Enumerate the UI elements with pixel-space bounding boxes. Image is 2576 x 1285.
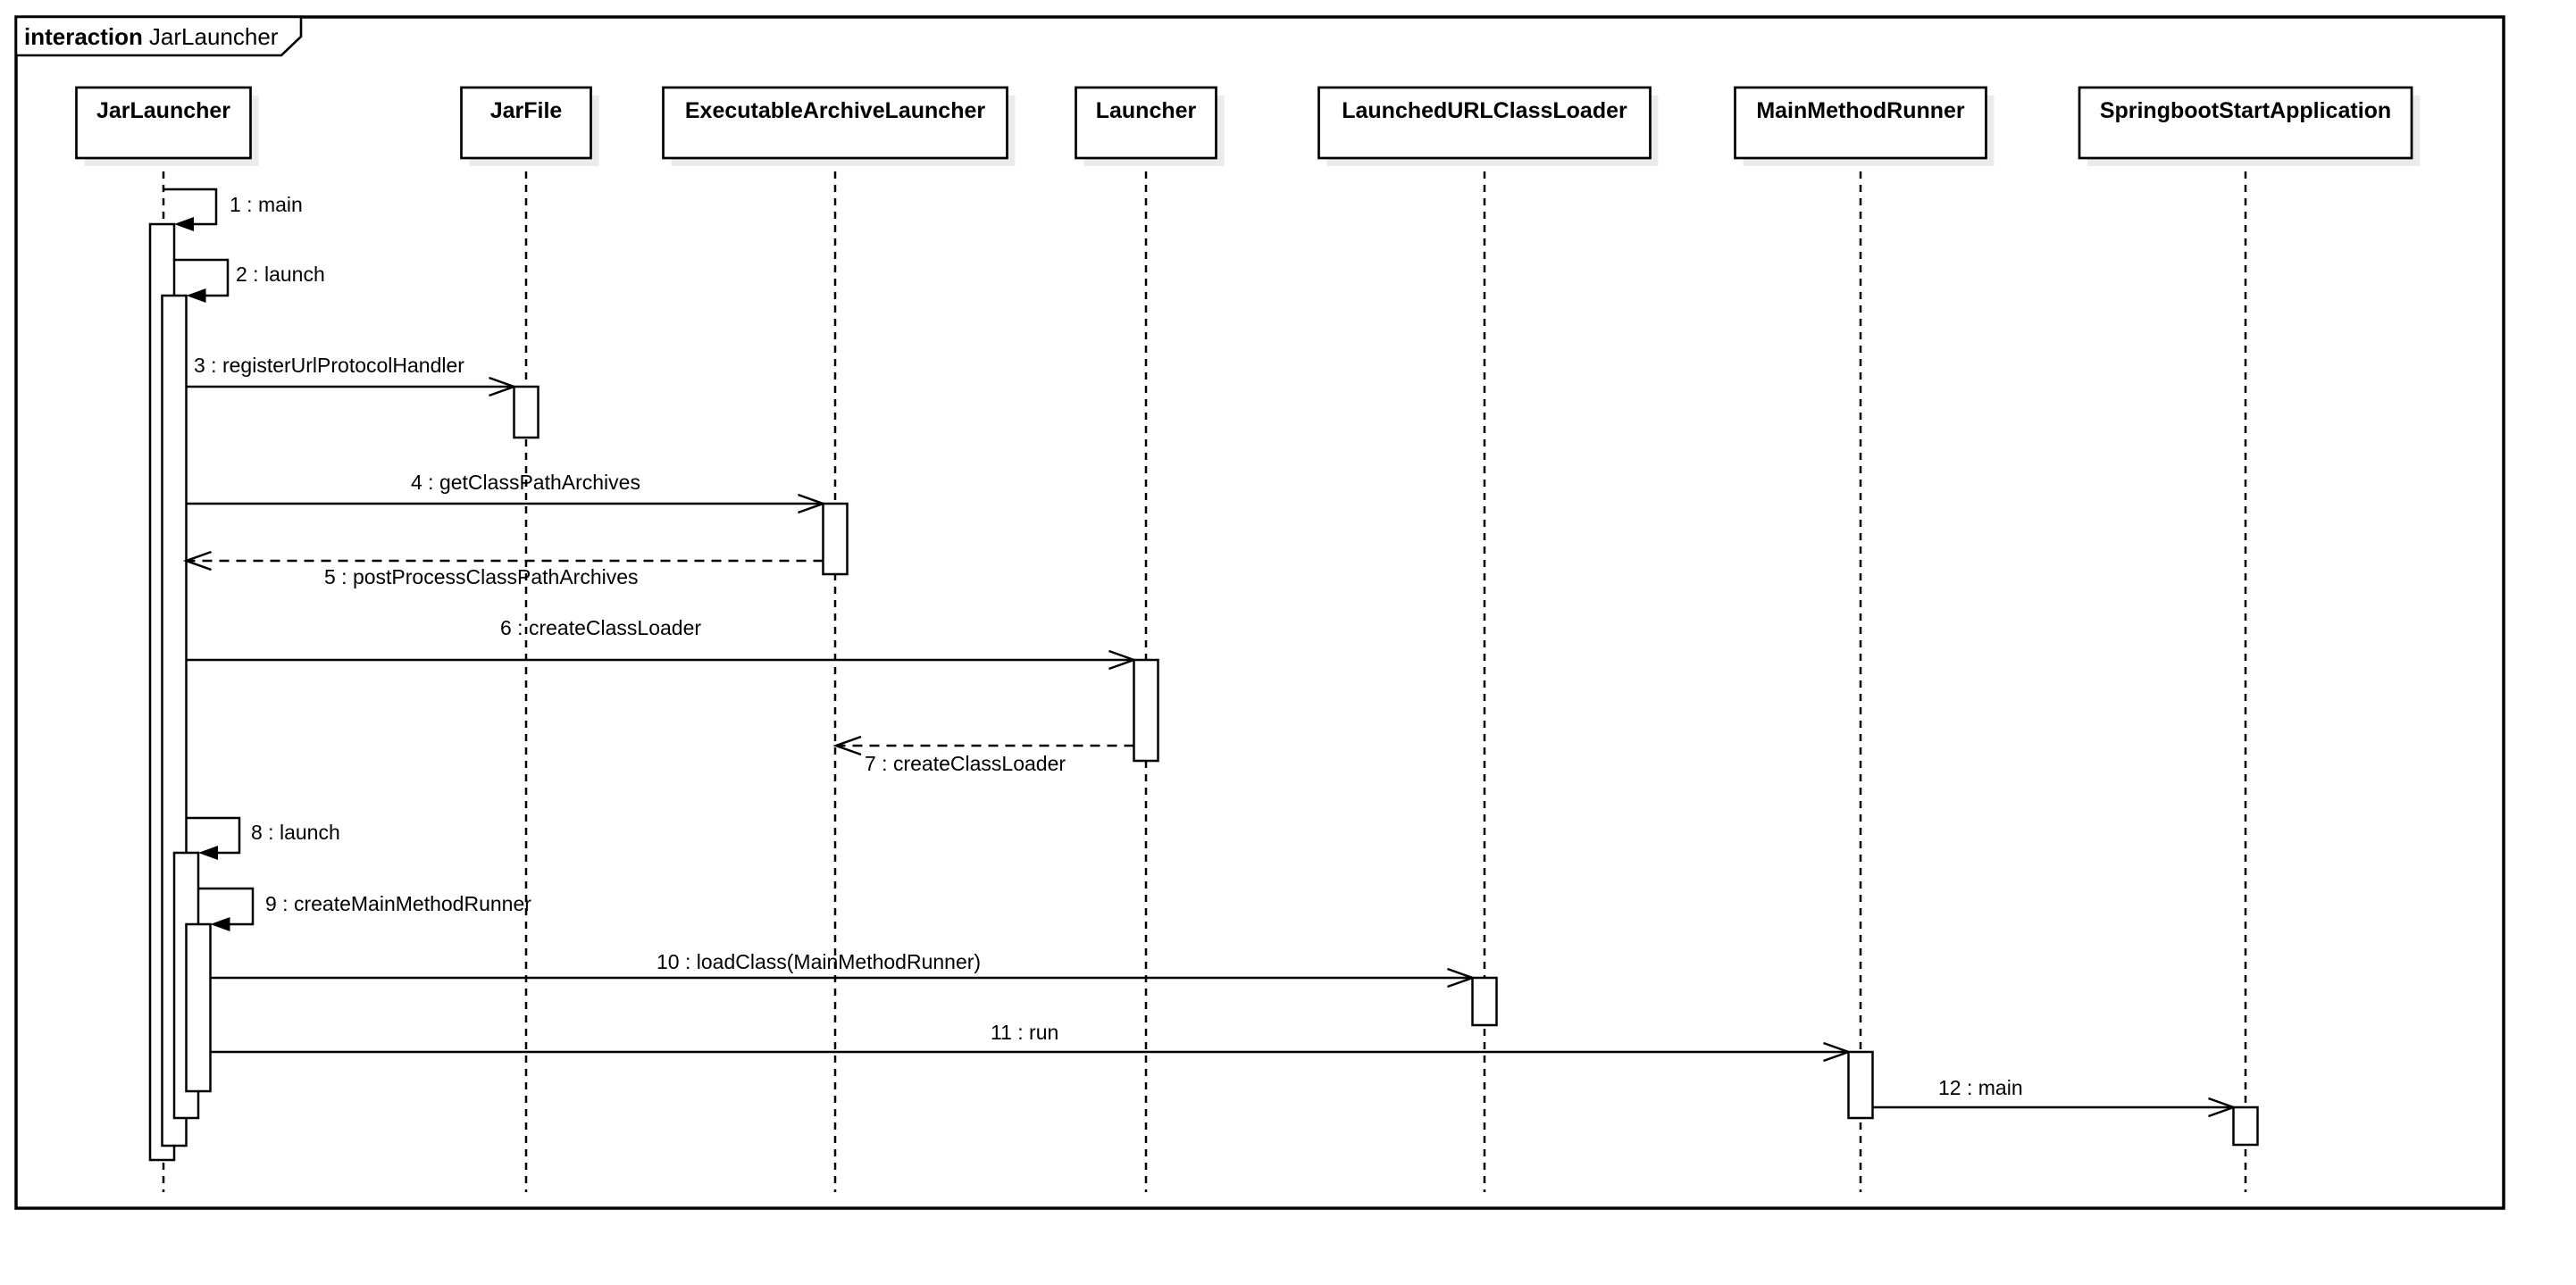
activation-mainmethodrunner: [1847, 1050, 1874, 1120]
activation-jarfile: [513, 385, 539, 439]
message-4-getclasspatharchives: 4 : getClassPathArchives: [186, 471, 827, 514]
head-box-launchedurlclassloader: [1317, 86, 1652, 160]
message-11-run: 11 : run: [210, 1021, 1853, 1063]
message-8-self-launch: 8 : launch: [186, 816, 340, 860]
activation-launcher: [1133, 658, 1159, 763]
activation-bars: [148, 222, 2259, 1162]
arrowhead-open: [182, 550, 212, 572]
frame-title-tab: [14, 15, 303, 57]
arrowhead-filled: [198, 846, 218, 860]
arrowhead-open: [489, 376, 518, 397]
head-box-jarlauncher: [75, 86, 252, 160]
head-label-mainmethodrunner: MainMethodRunner: [1756, 98, 1965, 123]
arrowhead-open: [1823, 1041, 1853, 1063]
message-12-label: 12 : main: [1938, 1076, 2023, 1099]
arrowhead-open: [1447, 967, 1476, 989]
message-10-loadclass: 10 : loadClass(MainMethodRunner): [210, 950, 1476, 989]
head-box-executablearchivelauncher: [662, 86, 1008, 160]
head-boxes: [75, 86, 2413, 160]
message-3-label: 3 : registerUrlProtocolHandler: [194, 354, 464, 377]
arrowhead-filled: [210, 917, 230, 931]
head-label-jarlauncher: JarLauncher: [96, 98, 230, 123]
head-labels: JarLauncher JarFile ExecutableArchiveLau…: [96, 98, 2391, 123]
message-11-label: 11 : run: [991, 1021, 1058, 1044]
message-1-label: 1 : main: [230, 193, 303, 216]
head-label-executablearchivelauncher: ExecutableArchiveLauncher: [685, 98, 986, 123]
activation-launchedurlclassloader: [1471, 976, 1498, 1027]
lifeline-lines: [162, 158, 2247, 1192]
head-box-springbootstartapplication: [2078, 86, 2413, 160]
head-label-launchedurlclassloader: LaunchedURLClassLoader: [1342, 98, 1627, 123]
head-box-jarfile: [460, 86, 592, 160]
arrowhead-filled: [174, 217, 194, 231]
message-7-label: 7 : createClassLoader: [865, 752, 1066, 775]
arrowhead-filled: [186, 288, 206, 303]
message-5-label: 5 : postProcessClassPathArchives: [324, 565, 639, 588]
message-3-registerurlprotocolhandler: 3 : registerUrlProtocolHandler: [186, 354, 518, 397]
head-label-springbootstartapplication: SpringbootStartApplication: [2100, 98, 2391, 123]
message-6-label: 6 : createClassLoader: [500, 616, 701, 639]
message-10-label: 10 : loadClass(MainMethodRunner): [657, 950, 981, 973]
message-9-label: 9 : createMainMethodRunner: [265, 892, 531, 915]
activation-executablearchivelauncher: [822, 502, 849, 576]
message-9-self-createmainmethodrunner: 9 : createMainMethodRunner: [198, 887, 531, 931]
message-5-postprocessclasspatharchives: 5 : postProcessClassPathArchives: [182, 550, 824, 588]
diagram-frame: [14, 15, 2505, 1210]
activation-jarlauncher-4: [185, 922, 212, 1093]
head-box-launcher: [1075, 86, 1217, 160]
arrowhead-open: [1108, 649, 1138, 671]
head-label-jarfile: JarFile: [490, 98, 563, 123]
frame-title-text: JarLauncher: [149, 23, 279, 50]
head-shadows: [84, 96, 2420, 166]
arrowhead-open: [832, 735, 862, 756]
message-4-label: 4 : getClassPathArchives: [411, 471, 640, 494]
activation-springbootstartapplication: [2232, 1106, 2259, 1147]
message-12-main: 12 : main: [1872, 1076, 2237, 1118]
message-6-createclassloader: 6 : createClassLoader: [186, 616, 1138, 671]
arrowhead-open: [2208, 1097, 2237, 1118]
message-8-label: 8 : launch: [251, 821, 340, 844]
message-7-createclassloader-return: 7 : createClassLoader: [832, 735, 1134, 775]
message-1-self-main: 1 : main: [163, 188, 303, 231]
message-2-self-launch: 2 : launch: [174, 258, 325, 303]
head-label-launcher: Launcher: [1096, 98, 1197, 123]
arrowhead-open: [798, 493, 827, 514]
head-box-mainmethodrunner: [1734, 86, 1987, 160]
message-2-label: 2 : launch: [236, 263, 325, 286]
frame-kind-label: interaction: [24, 23, 143, 50]
